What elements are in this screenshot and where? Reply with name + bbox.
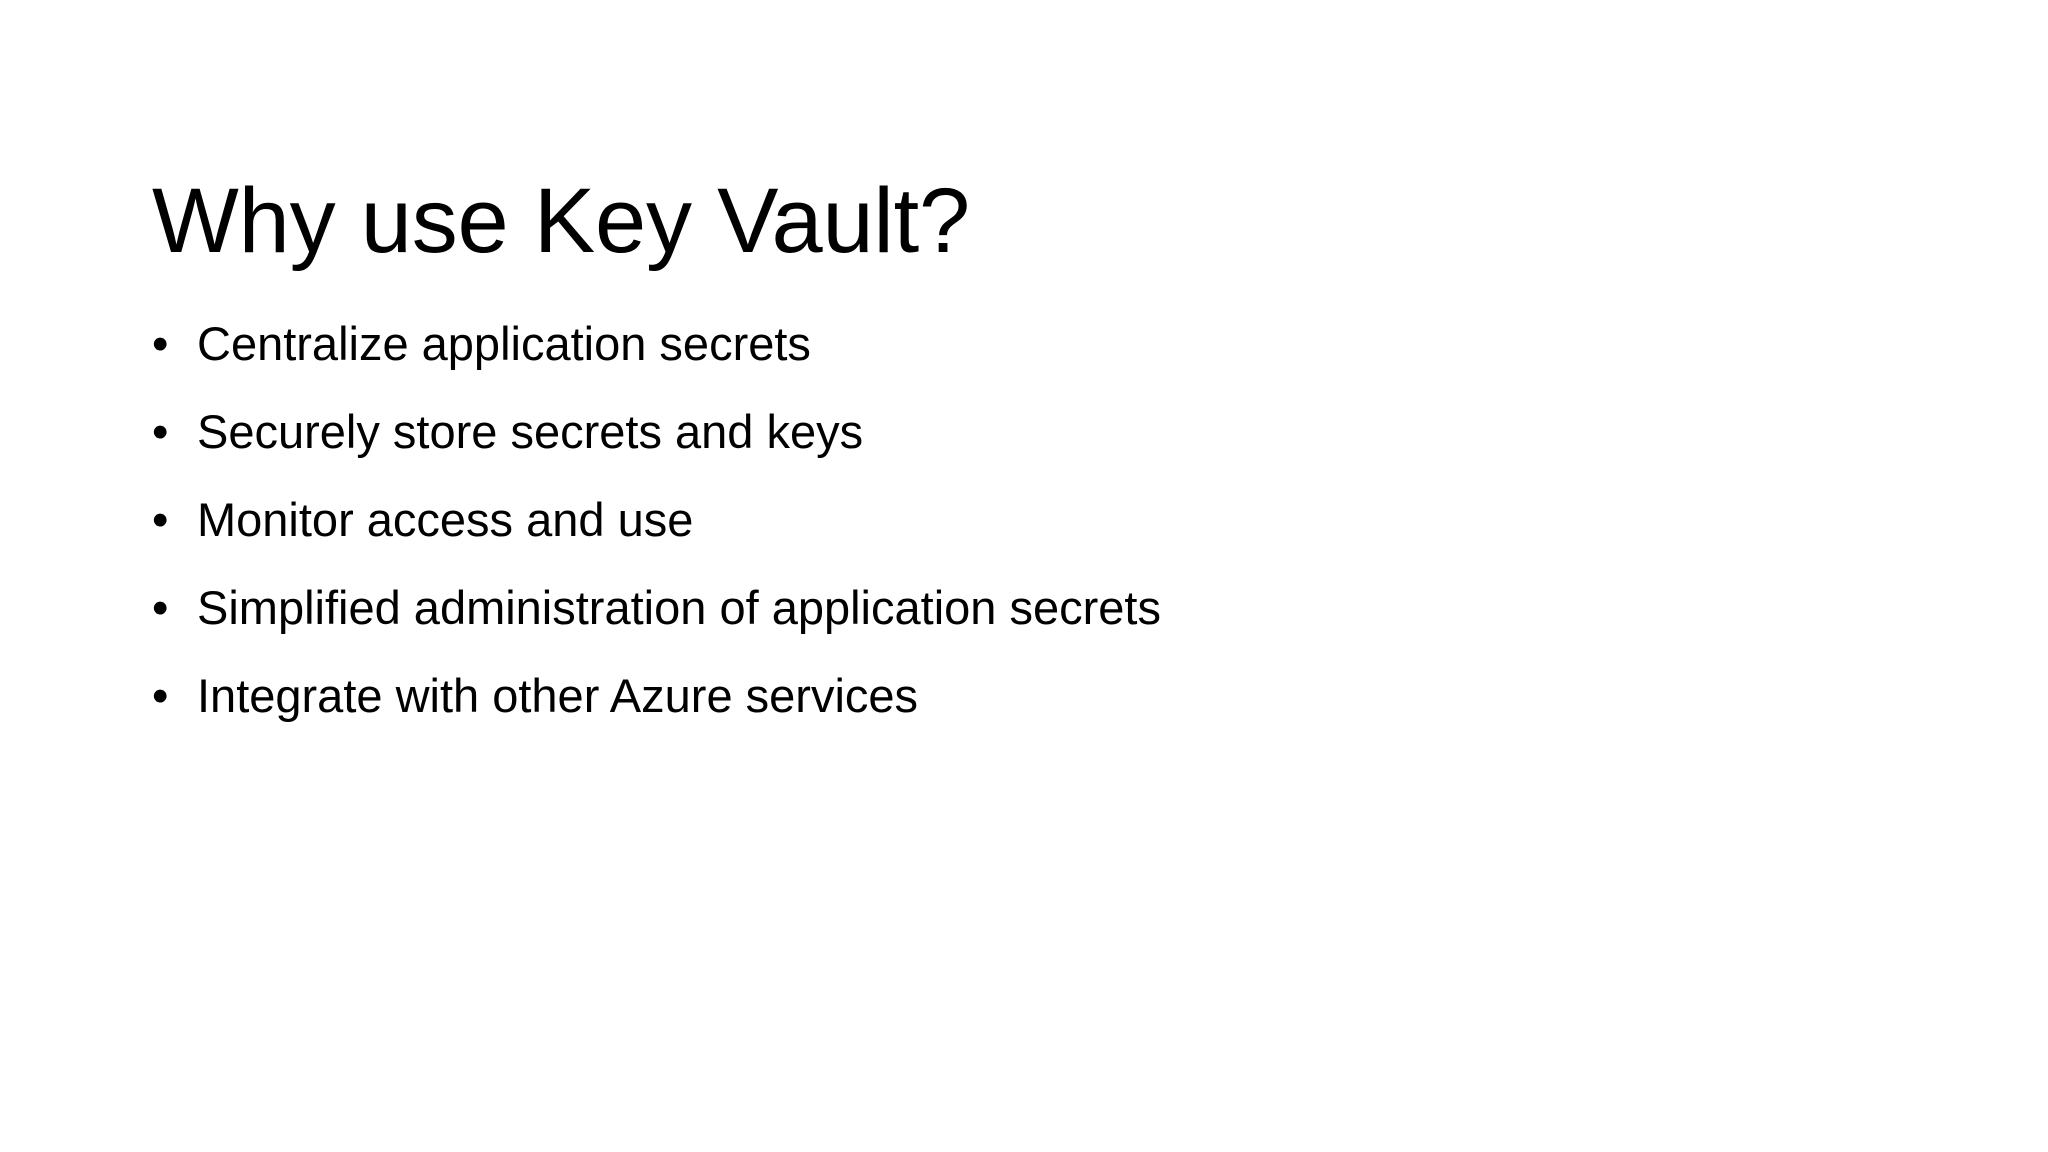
bullet-point-icon: •	[152, 405, 169, 458]
slide-title: Why use Key Vault?	[152, 169, 970, 272]
list-item: • Simplified administration of applicati…	[152, 564, 1912, 652]
bullet-point-icon: •	[152, 317, 169, 370]
bullet-point-icon: •	[152, 493, 169, 546]
bullet-point-icon: •	[152, 581, 169, 634]
list-item: • Securely store secrets and keys	[152, 388, 1912, 476]
list-item-label: Integrate with other Azure services	[197, 669, 919, 722]
list-item-label: Securely store secrets and keys	[197, 405, 864, 458]
list-item-label: Simplified administration of application…	[197, 581, 1161, 634]
list-item: • Integrate with other Azure services	[152, 652, 1912, 740]
list-item: • Centralize application secrets	[152, 300, 1912, 388]
list-item: • Monitor access and use	[152, 476, 1912, 564]
bullet-list: • Centralize application secrets • Secur…	[152, 300, 1912, 740]
list-item-label: Centralize application secrets	[197, 317, 811, 370]
bullet-point-icon: •	[152, 669, 169, 722]
list-item-label: Monitor access and use	[197, 493, 694, 546]
